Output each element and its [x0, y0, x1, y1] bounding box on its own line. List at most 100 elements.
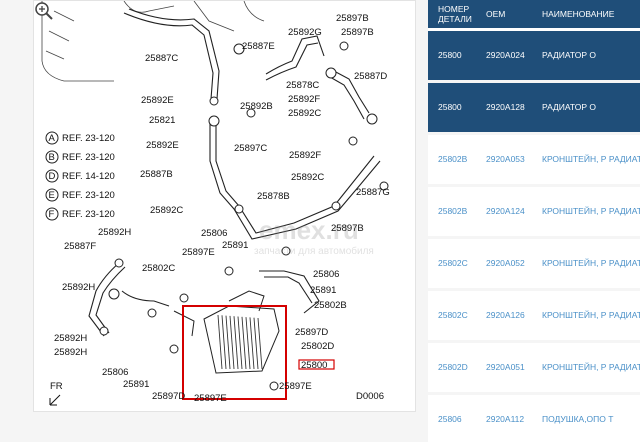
- reference-text: REF. 23-120: [62, 190, 115, 201]
- reference-letter: D: [49, 171, 56, 182]
- reference-circle-icon: [45, 150, 59, 164]
- part-label: 25897E: [182, 247, 215, 258]
- cell-name[interactable]: РАДИАТОР О: [532, 29, 640, 83]
- cell-number[interactable]: 25802D: [428, 341, 476, 395]
- part-label: 25897D: [152, 391, 185, 402]
- cell-name[interactable]: РАДИАТОР О: [532, 81, 640, 135]
- part-label: 25878B: [257, 191, 290, 202]
- cell-name[interactable]: КРОНШТЕЙН, Р РАДИАТ: [532, 289, 640, 343]
- table-header-row: НОМЕР ДЕТАЛИ OEM НАИМЕНОВАНИЕ: [428, 0, 640, 31]
- part-label: 25892E: [141, 95, 174, 106]
- cell-number[interactable]: 25802C: [428, 289, 476, 343]
- cell-number[interactable]: 25806: [428, 393, 476, 442]
- reference-circle-icon: [45, 131, 59, 145]
- part-label: 25887F: [64, 241, 96, 252]
- part-label: 25821: [149, 115, 175, 126]
- part-label: 25878C: [286, 80, 319, 91]
- fittings: [99, 41, 389, 391]
- part-label: 25892C: [288, 108, 321, 119]
- watermark: emex.ru запчасти для автомобиля: [254, 215, 374, 257]
- part-label: 25892E: [146, 140, 179, 151]
- part-label: 25892B: [240, 101, 273, 112]
- reference-text: REF. 14-120: [62, 171, 115, 182]
- cell-oem[interactable]: 2920A052: [476, 237, 532, 291]
- part-label: 25892C: [291, 172, 324, 183]
- part-label: 25887E: [242, 41, 275, 52]
- part-label: 25806: [313, 269, 339, 280]
- part-label: 25887C: [145, 53, 178, 64]
- part-label: 25897E: [194, 393, 227, 404]
- cell-name[interactable]: КРОНШТЕЙН, Р РАДИАТ: [532, 185, 640, 239]
- oil-cooler-radiator: [173, 290, 280, 374]
- reference-text: REF. 23-120: [62, 152, 115, 163]
- part-label: 25892H: [98, 227, 131, 238]
- header-name: НАИМЕНОВАНИЕ: [532, 0, 640, 31]
- highlight-box: [182, 305, 287, 400]
- cell-name[interactable]: КРОНШТЕЙН, Р РАДИАТ: [532, 237, 640, 291]
- part-label: 25802B: [314, 300, 347, 311]
- cell-number[interactable]: 25802C: [428, 237, 476, 291]
- part-label: 25897B: [331, 223, 364, 234]
- part-label: 25806: [102, 367, 128, 378]
- cell-number[interactable]: 25802B: [428, 185, 476, 239]
- part-label: 25887G: [356, 187, 390, 198]
- part-label: 25802D: [301, 341, 334, 352]
- svg-text:emex.ru: emex.ru: [259, 215, 359, 245]
- parts-diagram: emex.ru запчасти для автомобиля 25887C 25…: [41, 1, 390, 406]
- cell-number[interactable]: 25800: [428, 81, 476, 135]
- reference-circle-icon: [45, 207, 59, 221]
- cell-oem[interactable]: 2920A112: [476, 393, 532, 442]
- diagram-code: D0006: [356, 391, 384, 402]
- part-label: 25802C: [142, 263, 175, 274]
- zoom-in-icon[interactable]: [34, 1, 54, 21]
- part-label: 25891: [310, 285, 336, 296]
- part-label: 25800: [301, 360, 327, 371]
- part-label: 25891: [123, 379, 149, 390]
- part-label: 25806: [201, 228, 227, 239]
- reference-letter: F: [49, 209, 55, 220]
- reference-circle-icon: [45, 169, 59, 183]
- part-label: 25892F: [289, 150, 321, 161]
- reference-letter: E: [49, 190, 55, 201]
- cell-oem[interactable]: 2920A128: [476, 81, 532, 135]
- front-arrow-icon: [49, 394, 61, 406]
- part-label: 25892H: [54, 333, 87, 344]
- header-oem: OEM: [476, 0, 532, 31]
- cell-name[interactable]: ПОДУШКА,ОПО Т: [532, 393, 640, 442]
- reference-text: REF. 23-120: [62, 133, 115, 144]
- reference-letter: A: [49, 133, 56, 144]
- reference-letter: B: [49, 152, 55, 163]
- cell-number[interactable]: 25802B: [428, 133, 476, 187]
- part-label: 25887B: [140, 169, 173, 180]
- cell-name[interactable]: КРОНШТЕЙН, Р РАДИАТ: [532, 133, 640, 187]
- hose-lines: [88, 8, 381, 337]
- part-label: 25892F: [288, 94, 320, 105]
- cell-oem[interactable]: 2920A051: [476, 341, 532, 395]
- cell-oem[interactable]: 2920A053: [476, 133, 532, 187]
- cell-oem[interactable]: 2920A124: [476, 185, 532, 239]
- label-highlight: [298, 359, 335, 370]
- svg-text:FR: FR: [50, 381, 63, 392]
- part-label: 25897D: [295, 327, 328, 338]
- part-label: 25892G: [288, 27, 322, 38]
- reference-text: REF. 23-120: [62, 209, 115, 220]
- cell-number[interactable]: 25800: [428, 29, 476, 83]
- cell-oem[interactable]: 2920A024: [476, 29, 532, 83]
- cell-name[interactable]: КРОНШТЕЙН, Р РАДИАТ: [532, 341, 640, 395]
- cell-oem[interactable]: 2920A126: [476, 289, 532, 343]
- part-label: 25892H: [62, 282, 95, 293]
- part-label: 25897C: [234, 143, 267, 154]
- part-label: 25897B: [336, 13, 369, 24]
